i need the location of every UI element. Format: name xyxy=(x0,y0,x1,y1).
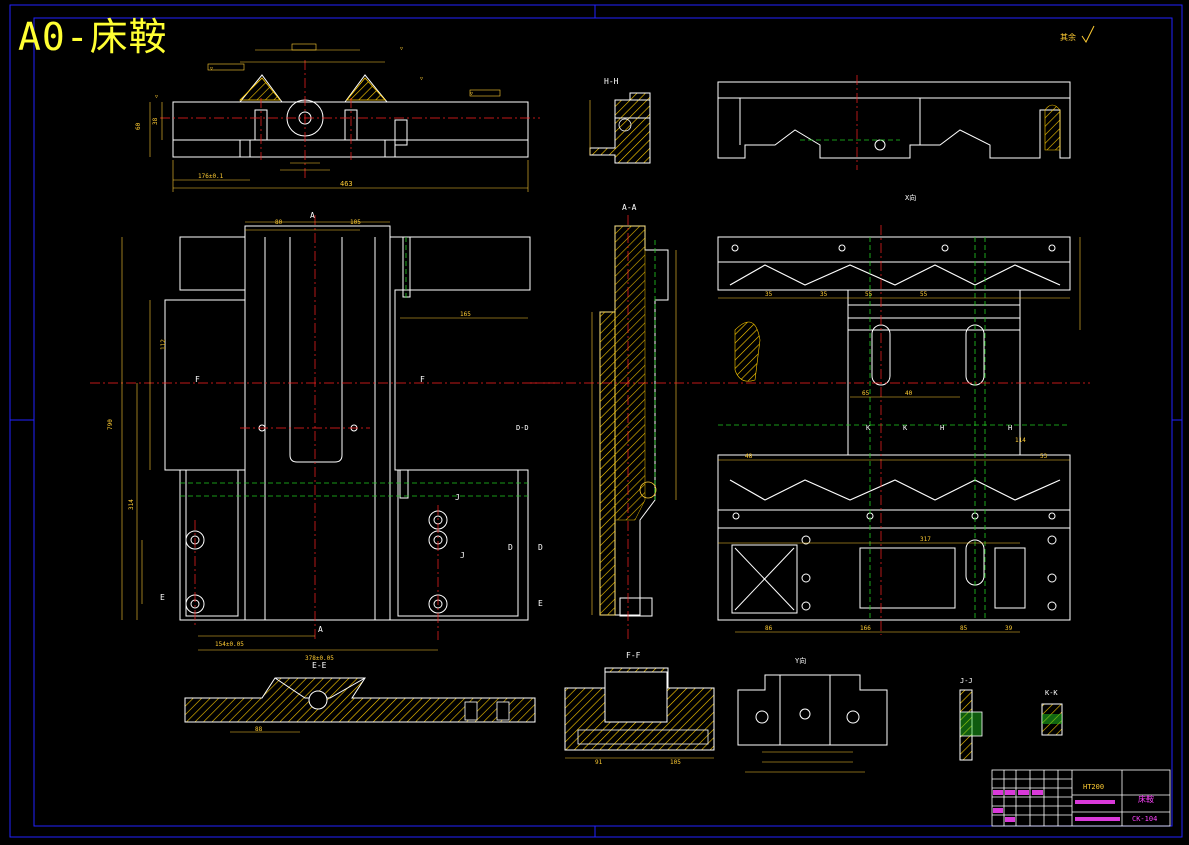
dim-plan-80: 80 xyxy=(275,219,283,226)
svg-text:▽: ▽ xyxy=(155,94,158,100)
dim-x-55a: 55 xyxy=(865,291,873,298)
dim-ee-88: 88 xyxy=(255,726,263,733)
dim-x-53: 53 xyxy=(1040,453,1048,460)
dim-ff-105: 105 xyxy=(670,759,681,766)
section-ee: E-E 88 xyxy=(184,661,536,733)
view-jj-label: J-J xyxy=(960,677,973,685)
dim-x-86: 86 xyxy=(765,625,773,632)
view-top-right xyxy=(717,75,1071,170)
view-hh-label: H-H xyxy=(604,77,619,86)
dim-x-166: 166 xyxy=(860,625,871,632)
title-block-material: HT200 xyxy=(1083,783,1104,791)
title-block: HT200 床鞍 CK-104 xyxy=(991,769,1171,827)
dim-x-40: 40 xyxy=(905,390,913,397)
marker-k-left: K xyxy=(866,424,871,432)
dim-ff-91: 91 xyxy=(595,759,603,766)
dim-x-85: 85 xyxy=(960,625,968,632)
roughness-note-text: 其余 xyxy=(1060,32,1076,42)
sheet-frame xyxy=(9,4,1183,838)
plan-view: 790 314 154±0.05 378±0.05 165 80 105 112… xyxy=(90,211,560,662)
svg-text:▽: ▽ xyxy=(400,46,403,52)
marker-h-left: H xyxy=(940,424,944,432)
marker-a-top: A xyxy=(310,211,315,220)
dim-x-35a: 35 xyxy=(765,291,773,298)
marker-e-right: E xyxy=(538,599,543,608)
dim-plan-314: 314 xyxy=(128,499,135,510)
marker-j-top: J xyxy=(455,493,460,502)
dim-x-65: 65 xyxy=(862,390,870,397)
marker-k-right: K xyxy=(903,424,908,432)
view-ff-label: F-F xyxy=(626,651,641,660)
view-y: Y向 xyxy=(737,656,888,773)
marker-j-mid: J xyxy=(460,551,465,560)
sheet-title: A0-床鞍 xyxy=(18,15,168,59)
view-kk-label: K-K xyxy=(1045,689,1058,697)
dim-x-317: 317 xyxy=(920,536,931,543)
view-x: X向 xyxy=(530,193,1090,635)
top-view: 463 176±0.1 60 38 ▽ ▽ ▽ ▽ ▽ xyxy=(135,43,540,192)
section-hh: H-H xyxy=(589,77,651,164)
marker-f-left: F xyxy=(195,375,200,384)
svg-text:790: 790 xyxy=(107,419,114,430)
dim-plan-154: 154±0.05 xyxy=(215,641,244,648)
title-block-drawing-no: CK-104 xyxy=(1132,815,1157,823)
svg-text:▽: ▽ xyxy=(210,66,213,72)
svg-text:▽: ▽ xyxy=(420,76,423,82)
dim-x-55b: 55 xyxy=(920,291,928,298)
section-kk: K-K xyxy=(1041,689,1063,736)
dim-top-h1: 60 xyxy=(135,122,142,130)
view-dd-label: D-D xyxy=(516,424,529,432)
svg-text:▽: ▽ xyxy=(470,91,473,97)
roughness-note: 其余 xyxy=(1060,25,1095,43)
view-ee-label: E-E xyxy=(312,661,327,670)
view-x-label: X向 xyxy=(905,193,916,202)
dim-plan-112: 112 xyxy=(160,339,167,350)
marker-d-right: D xyxy=(538,543,543,552)
dim-top-width: 463 xyxy=(340,180,353,188)
dim-plan-105: 105 xyxy=(350,219,361,226)
dim-x-35b: 35 xyxy=(820,291,828,298)
marker-e-left: E xyxy=(160,593,165,602)
marker-d-left: D xyxy=(508,543,513,552)
marker-h-right: H xyxy=(1008,424,1012,432)
dim-x-48: 48 xyxy=(745,453,753,460)
view-y-label: Y向 xyxy=(795,656,806,665)
title-block-part-name: 床鞍 xyxy=(1138,794,1154,804)
dim-top-h2: 38 xyxy=(152,117,159,125)
dim-plan-165: 165 xyxy=(460,311,471,318)
view-aa-label: A-A xyxy=(622,203,637,212)
dim-x-39: 39 xyxy=(1005,625,1013,632)
section-jj: J-J xyxy=(959,677,983,761)
dim-top-176: 176±0.1 xyxy=(198,173,224,180)
dim-x-114: 114 xyxy=(1015,437,1026,444)
marker-a-bottom: A xyxy=(318,625,323,634)
dim-plan-378: 378±0.05 xyxy=(305,655,334,662)
section-aa: A-A xyxy=(591,203,677,640)
section-ff: F-F 91 105 xyxy=(564,651,715,766)
marker-f-right: F xyxy=(420,375,425,384)
